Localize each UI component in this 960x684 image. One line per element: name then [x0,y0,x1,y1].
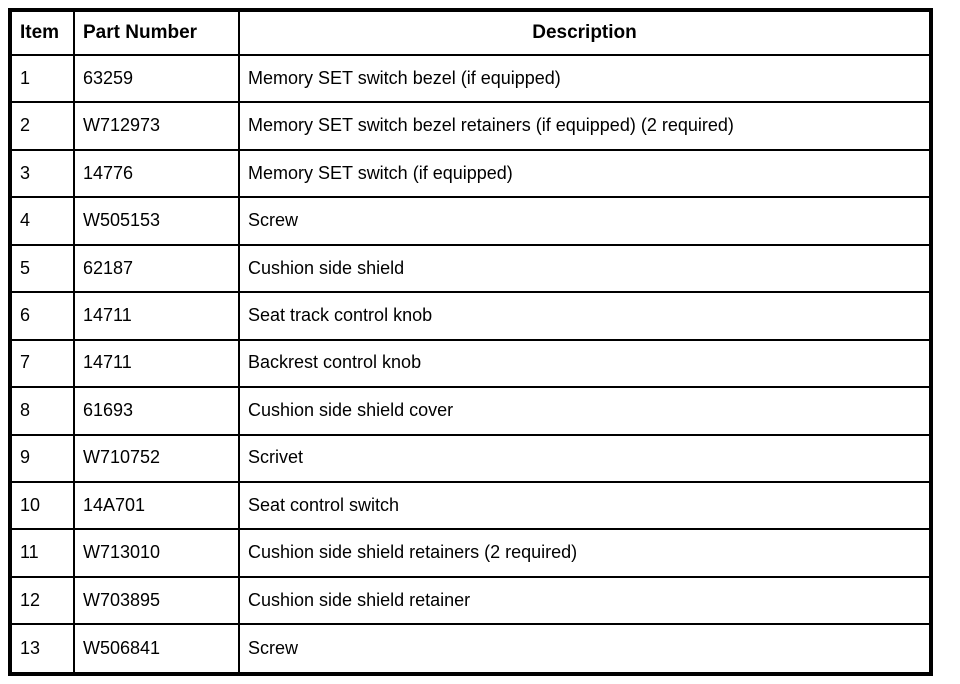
table-row: 7 14711 Backrest control knob [9,338,932,389]
table-row: 11 W713010 Cushion side shield retainers… [9,528,932,578]
header-item: Item [9,9,75,56]
part-number-cell: 14711 [73,338,240,389]
parts-table: Item Part Number Description 1 63259 Mem… [8,8,933,676]
description-cell: Cushion side shield [238,243,932,294]
part-number-cell: W712973 [73,101,240,151]
description-cell: Memory SET switch (if equipped) [238,148,932,199]
description-cell: Screw [238,623,932,675]
description-cell: Backrest control knob [238,338,932,389]
part-number-cell: W713010 [73,528,240,578]
table-body: 1 63259 Memory SET switch bezel (if equi… [9,53,932,675]
item-cell: 4 [9,196,75,246]
header-row: Item Part Number Description [9,9,932,56]
table-row: 6 14711 Seat track control knob [9,291,932,341]
part-number-cell: W703895 [73,575,240,626]
table-row: 13 W506841 Screw [9,623,932,675]
header-part-number: Part Number [73,9,240,56]
table-row: 8 61693 Cushion side shield cover [9,386,932,436]
description-cell: Cushion side shield retainer [238,575,932,626]
part-number-cell: 14A701 [73,480,240,531]
table-row: 5 62187 Cushion side shield [9,243,932,294]
description-cell: Seat control switch [238,480,932,531]
table-row: 9 W710752 Scrivet [9,433,932,483]
part-number-cell: 14711 [73,291,240,341]
item-cell: 10 [9,480,75,531]
part-number-cell: 63259 [73,53,240,104]
table-row: 2 W712973 Memory SET switch bezel retain… [9,101,932,151]
description-cell: Memory SET switch bezel (if equipped) [238,53,932,104]
item-cell: 3 [9,148,75,199]
description-cell: Memory SET switch bezel retainers (if eq… [238,101,932,151]
item-cell: 7 [9,338,75,389]
table-row: 3 14776 Memory SET switch (if equipped) [9,148,932,199]
table-row: 10 14A701 Seat control switch [9,480,932,531]
part-number-cell: 14776 [73,148,240,199]
item-cell: 12 [9,575,75,626]
item-cell: 8 [9,386,75,436]
item-cell: 13 [9,623,75,675]
table-row: 12 W703895 Cushion side shield retainer [9,575,932,626]
table-header: Item Part Number Description [9,9,932,56]
description-cell: Screw [238,196,932,246]
item-cell: 11 [9,528,75,578]
description-cell: Scrivet [238,433,932,483]
part-number-cell: W505153 [73,196,240,246]
description-cell: Cushion side shield retainers (2 require… [238,528,932,578]
item-cell: 9 [9,433,75,483]
part-number-cell: 62187 [73,243,240,294]
item-cell: 2 [9,101,75,151]
part-number-cell: W506841 [73,623,240,675]
item-cell: 5 [9,243,75,294]
header-description: Description [238,9,932,56]
description-cell: Cushion side shield cover [238,386,932,436]
table-row: 1 63259 Memory SET switch bezel (if equi… [9,53,932,104]
item-cell: 6 [9,291,75,341]
part-number-cell: 61693 [73,386,240,436]
description-cell: Seat track control knob [238,291,932,341]
part-number-cell: W710752 [73,433,240,483]
item-cell: 1 [9,53,75,104]
table-row: 4 W505153 Screw [9,196,932,246]
